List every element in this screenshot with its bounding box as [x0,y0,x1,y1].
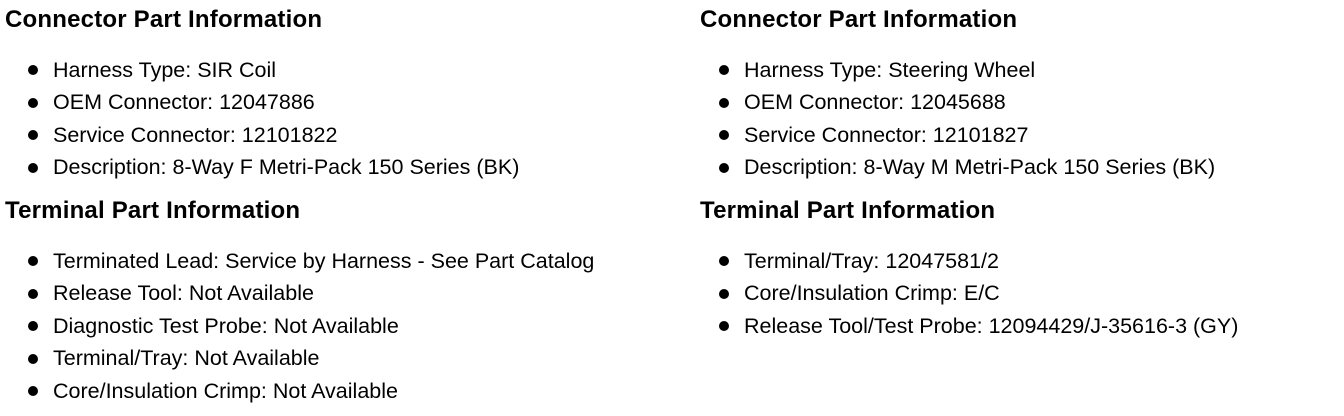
list-item-label: Terminated Lead: Service by Harness - Se… [53,248,595,273]
list-item-label: Core/Insulation Crimp: Not Available [53,378,398,403]
list-item-release-tool-test-probe: Release Tool/Test Probe: 12094429/J-3561… [719,310,1344,343]
bullet-icon [719,130,729,141]
bullet-icon [28,321,38,332]
list-item-terminal-tray: Terminal/Tray: Not Available [28,343,695,376]
list-item-label: Release Tool/Test Probe: 12094429/J-3561… [744,313,1239,338]
bullet-icon [719,65,729,76]
right-connector-part-information-section: Connector Part Information Harness Type:… [700,6,1344,184]
bullet-icon [719,162,729,173]
list-item-service-connector: Service Connector: 12101827 [719,119,1344,152]
list-item-label: Harness Type: SIR Coil [53,57,277,82]
bullet-icon [28,256,38,267]
section-heading-connector-part-information: Connector Part Information [5,6,323,33]
bullet-icon [28,288,38,299]
list-item-label: OEM Connector: 12047886 [53,90,315,115]
list-item-description: Description: 8-Way M Metri-Pack 150 Seri… [719,152,1344,185]
list-item-label: Description: 8-Way M Metri-Pack 150 Seri… [744,155,1216,180]
bullet-icon [719,256,729,267]
bullet-icon [28,130,38,141]
bullet-icon [28,386,38,397]
connector-part-list: Harness Type: Steering Wheel OEM Connect… [700,54,1344,184]
list-item-core-insulation-crimp: Core/Insulation Crimp: Not Available [28,375,695,408]
list-item-label: OEM Connector: 12045688 [744,90,1006,115]
list-item-label: Diagnostic Test Probe: Not Available [53,313,399,338]
bullet-icon [719,288,729,299]
right-terminal-part-information-section: Terminal Part Information Terminal/Tray:… [700,197,1344,343]
bullet-icon [719,97,729,108]
terminal-part-list: Terminal/Tray: 12047581/2 Core/Insulatio… [700,245,1344,343]
list-item-terminated-lead: Terminated Lead: Service by Harness - Se… [28,245,695,278]
bullet-icon [28,97,38,108]
list-item-release-tool: Release Tool: Not Available [28,278,695,311]
left-column: Connector Part Information Harness Type:… [5,6,695,408]
list-item-oem-connector: OEM Connector: 12045688 [719,87,1344,120]
section-heading-connector-part-information: Connector Part Information [700,6,1018,33]
list-item-label: Release Tool: Not Available [53,281,314,306]
bullet-icon [28,65,38,76]
list-item-diagnostic-test-probe: Diagnostic Test Probe: Not Available [28,310,695,343]
list-item-terminal-tray: Terminal/Tray: 12047581/2 [719,245,1344,278]
left-terminal-part-information-section: Terminal Part Information Terminated Lea… [5,197,695,408]
list-item-label: Service Connector: 12101822 [53,122,338,147]
connector-part-list: Harness Type: SIR Coil OEM Connector: 12… [5,54,695,184]
section-heading-terminal-part-information: Terminal Part Information [5,197,301,224]
list-item-harness-type: Harness Type: SIR Coil [28,54,695,87]
list-item-description: Description: 8-Way F Metri-Pack 150 Seri… [28,152,695,185]
bullet-icon [28,162,38,173]
list-item-label: Description: 8-Way F Metri-Pack 150 Seri… [53,155,520,180]
bullet-icon [28,353,38,364]
left-connector-part-information-section: Connector Part Information Harness Type:… [5,6,695,184]
list-item-core-insulation-crimp: Core/Insulation Crimp: E/C [719,278,1344,311]
list-item-service-connector: Service Connector: 12101822 [28,119,695,152]
terminal-part-list: Terminated Lead: Service by Harness - Se… [5,245,695,408]
list-item-label: Core/Insulation Crimp: E/C [744,281,1000,306]
list-item-label: Service Connector: 12101827 [744,122,1029,147]
list-item-label: Terminal/Tray: 12047581/2 [744,248,999,273]
right-column: Connector Part Information Harness Type:… [695,0,1344,416]
bullet-icon [719,321,729,332]
list-item-label: Terminal/Tray: Not Available [53,346,320,371]
section-heading-terminal-part-information: Terminal Part Information [700,197,996,224]
list-item-oem-connector: OEM Connector: 12047886 [28,87,695,120]
list-item-label: Harness Type: Steering Wheel [744,57,1036,82]
list-item-harness-type: Harness Type: Steering Wheel [719,54,1344,87]
